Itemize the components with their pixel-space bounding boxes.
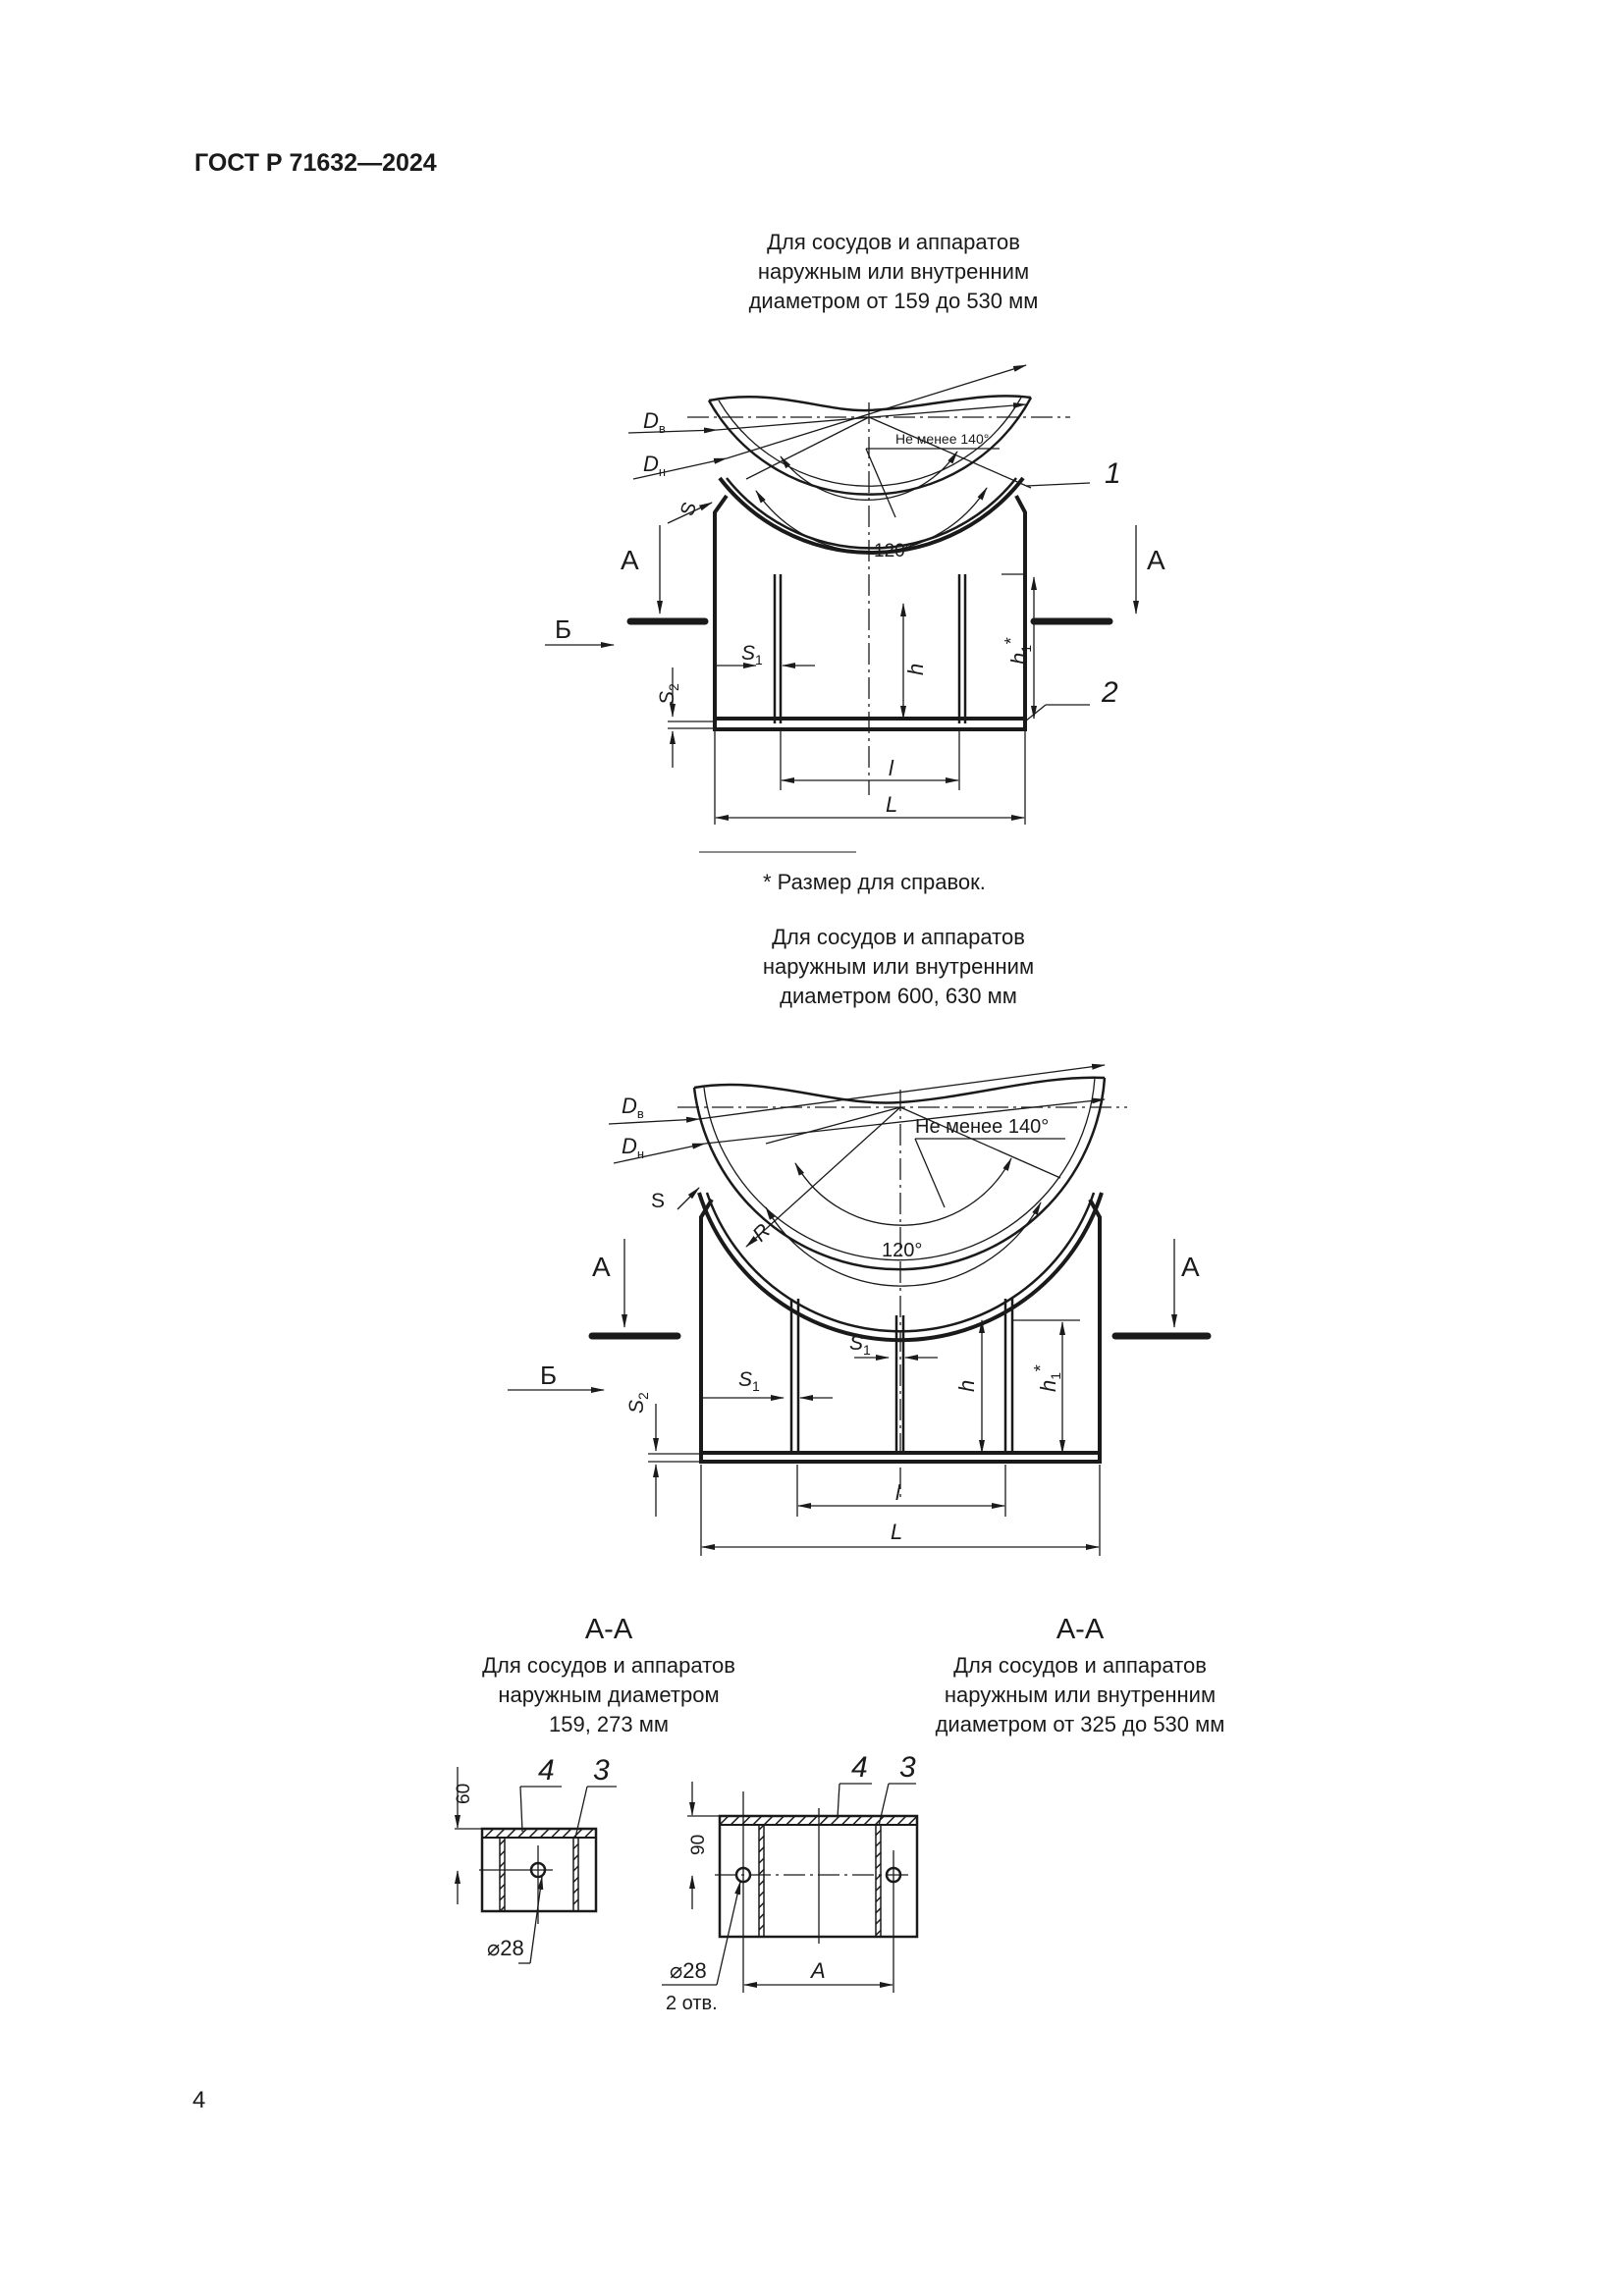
base-plate (699, 1451, 1102, 1464)
page-number: 4 (192, 2087, 206, 2113)
caption-line: наружным или внутренним (762, 954, 1035, 979)
footnote: * Размер для справок. (763, 870, 986, 894)
view-b-label: Б (540, 1361, 557, 1390)
section-a-left-label: А (592, 1252, 611, 1282)
label-s: S (651, 1190, 665, 1212)
hole-count: 2 отв. (666, 1993, 718, 2014)
label-s1-center: S1 (849, 1332, 871, 1358)
figure1-saddle-drawing: Dв Dн S Не менее 140° 120° 1 2 А А Б S1 … (545, 364, 1165, 825)
label-h1: h1* (1001, 637, 1034, 665)
caption-line: диаметром от 325 до 530 мм (935, 1712, 1225, 1736)
label-h1: h1* (1031, 1364, 1063, 1392)
dim-height: 90 (688, 1835, 709, 1855)
section-right-drawing: 90 4 3 ⌀28 2 отв. А (662, 1751, 919, 2014)
caption-line: Для сосудов и аппаратов (482, 1653, 735, 1678)
support-body (713, 494, 1027, 729)
label-h: h (903, 664, 928, 675)
label-s2: S2 (656, 683, 681, 705)
section-title: А-А (584, 1614, 633, 1645)
label-angle: 120° (874, 541, 912, 561)
shell-inner (718, 397, 1022, 487)
ribs (773, 574, 967, 723)
position-4: 4 (538, 1754, 555, 1787)
section-right-heading: А-А Для сосудов и аппаратов наружным или… (854, 1608, 1306, 1739)
caption-line: 159, 273 мм (549, 1712, 669, 1736)
dim-a: А (809, 1958, 826, 1983)
shell-break-line (708, 395, 1032, 412)
section-title: А-А (1056, 1614, 1105, 1645)
position-3: 3 (593, 1754, 610, 1787)
label-d-outer: Dн (622, 1134, 644, 1161)
label-angle-min: Не менее 140° (915, 1116, 1049, 1138)
caption-line: наружным или внутренним (944, 1682, 1217, 1707)
hole-diameter: ⌀28 (487, 1936, 524, 1960)
label-d-outer: Dн (643, 452, 666, 479)
section-a-right-label: А (1181, 1252, 1200, 1282)
figure2-saddle-drawing: Dв Dн S R Не менее 140° 120° А А Б S1 S1… (508, 1063, 1212, 1556)
label-L: L (886, 792, 897, 817)
label-s1: S1 (741, 642, 763, 667)
position-4: 4 (851, 1751, 868, 1784)
shell-outer (692, 1077, 1107, 1271)
caption-line: диаметром от 159 до 530 мм (748, 289, 1039, 313)
caption-line: диаметром 600, 630 мм (780, 984, 1017, 1008)
base-plate (713, 717, 1027, 731)
caption-line: Для сосудов и аппаратов (772, 925, 1025, 949)
label-L: L (891, 1520, 902, 1544)
label-d-inner: Dв (622, 1094, 644, 1121)
label-d-inner: Dв (643, 408, 666, 436)
ribs (789, 1299, 1014, 1453)
caption-line: наружным диаметром (498, 1682, 720, 1707)
document-code: ГОСТ Р 71632—2024 (194, 149, 437, 177)
label-angle-min: Не менее 140° (895, 431, 989, 447)
view-b-label: Б (555, 614, 571, 644)
label-h: h (954, 1380, 979, 1392)
position-1: 1 (1105, 457, 1121, 490)
caption-line: Для сосудов и аппаратов (953, 1653, 1207, 1678)
label-s: S (677, 500, 701, 519)
caption-line: наружным или внутренним (757, 259, 1030, 284)
support-body (699, 1198, 1102, 1461)
label-s2: S2 (625, 1392, 651, 1414)
section-a-left-label: А (621, 545, 639, 575)
caption-line: Для сосудов и аппаратов (767, 230, 1020, 254)
figure1-caption: Для сосудов и аппаратов наружным или вну… (648, 228, 1139, 316)
position-2: 2 (1101, 676, 1118, 709)
label-angle: 120° (882, 1240, 922, 1261)
section-left-heading: А-А Для сосудов и аппаратов наружным диа… (412, 1608, 805, 1739)
dim-height: 60 (454, 1784, 474, 1804)
section-a-right-label: А (1147, 545, 1165, 575)
saddle-pad-inner (726, 477, 1017, 550)
label-l: l (889, 756, 894, 780)
label-s1: S1 (738, 1368, 760, 1394)
shell-break-line (693, 1076, 1106, 1104)
position-3: 3 (899, 1751, 916, 1784)
figure2-caption: Для сосудов и аппаратов наружным или вну… (653, 923, 1144, 1011)
hole-diameter: ⌀28 (670, 1958, 707, 1983)
saddle-pad-outer (697, 1192, 1104, 1343)
section-left-drawing: 60 4 3 ⌀28 (454, 1754, 617, 1964)
label-l: l (895, 1480, 901, 1505)
